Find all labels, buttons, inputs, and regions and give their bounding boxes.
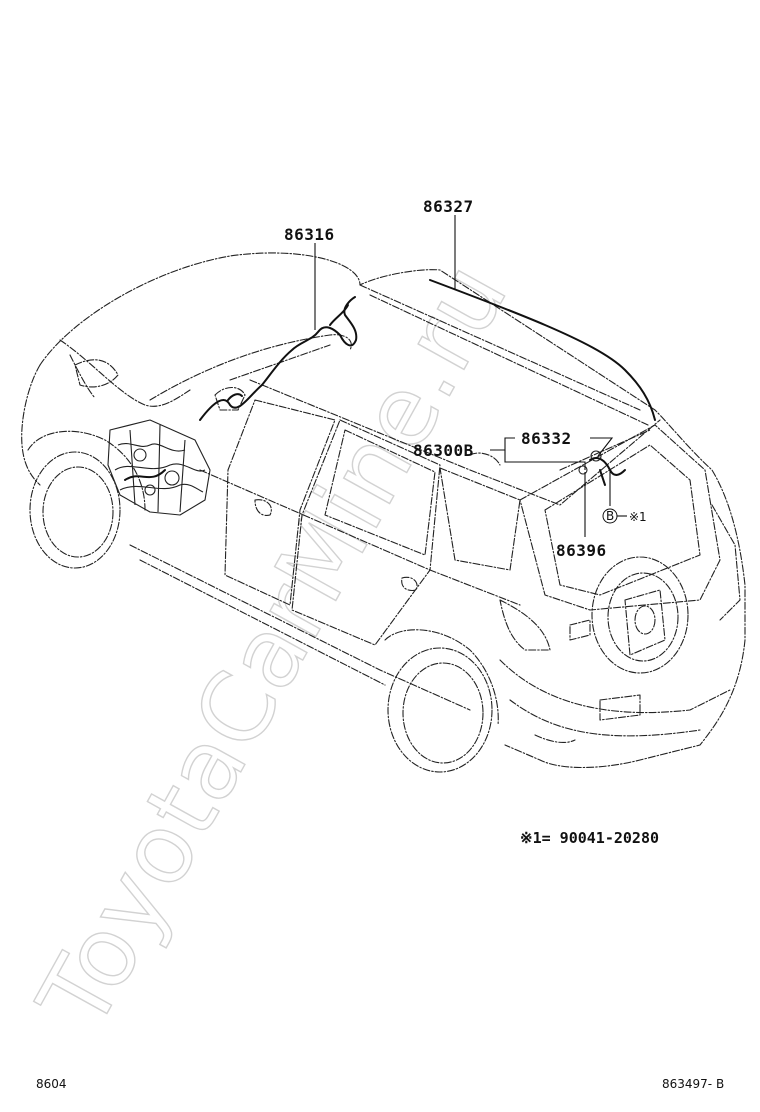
bolt-b-reference: B ※1 (602, 508, 647, 524)
vehicle-outline (21, 252, 746, 768)
callout-86396: 86396 (556, 541, 607, 560)
bolt-ref-label: ※1 (629, 510, 647, 524)
front-wheel (27, 430, 146, 569)
rear-wheel (384, 629, 499, 773)
part-note: ※1= 90041-20280 (520, 829, 659, 847)
engine-assembly (107, 419, 211, 516)
roof-harness-86316 (199, 296, 358, 421)
footer-left-code: 8604 (36, 1077, 67, 1091)
callout-86327: 86327 (423, 197, 474, 216)
spare-tire (591, 556, 689, 674)
watermark: ToyotaCarMine.ru (17, 244, 530, 1047)
callout-leaders (314, 215, 614, 537)
callout-86332: 86332 (521, 429, 572, 448)
circle-b-label: B (606, 509, 614, 523)
back-door-harness-86327 (429, 279, 656, 421)
callout-86300b: 86300B (413, 441, 474, 460)
callout-86316: 86316 (284, 225, 335, 244)
footer-right-code: 863497- B (662, 1077, 724, 1091)
